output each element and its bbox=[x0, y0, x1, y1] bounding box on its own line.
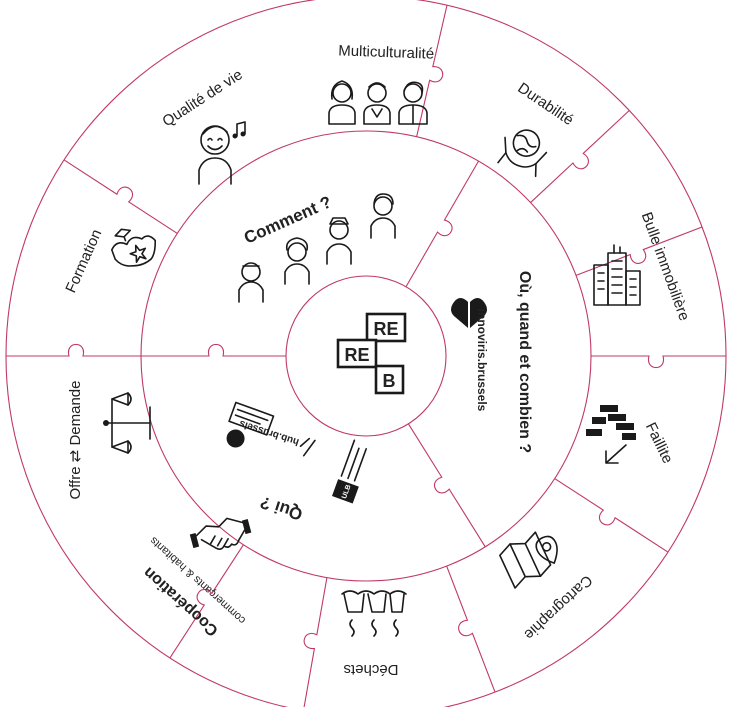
three-people-icon bbox=[329, 81, 427, 124]
map-pin-icon bbox=[497, 526, 566, 588]
waste-bins-icon bbox=[342, 591, 406, 636]
segment-qualite-de-vie[interactable]: Qualité de vie bbox=[159, 66, 245, 184]
segment-label-faillite: Faillite bbox=[642, 420, 676, 466]
reb-logo: RE RE B bbox=[338, 314, 405, 393]
segment-cartographie[interactable]: Cartographie bbox=[497, 526, 595, 643]
segment-label-bulle-immobiliere: Bulle immobilière bbox=[638, 210, 693, 323]
segment-durabilite[interactable]: Durabilité bbox=[496, 80, 576, 177]
outer-separator bbox=[531, 110, 630, 202]
sector-label-qui: Qui ? bbox=[258, 492, 305, 523]
innoviris-logo: innoviris.brussels bbox=[451, 298, 489, 412]
outer-separator bbox=[555, 479, 668, 553]
segment-dechets[interactable]: Déchets bbox=[342, 591, 406, 678]
hub-brussels-logo: hub.brussels bbox=[236, 416, 315, 457]
sector-label-ou-quand-combien: Où, quand et combien ? bbox=[516, 271, 533, 453]
outer-separator bbox=[417, 5, 447, 137]
sector-ou-quand-combien[interactable]: Où, quand et combien ? innoviris.brussel… bbox=[451, 271, 533, 453]
sector-comment[interactable]: Comment ? bbox=[239, 192, 395, 302]
education-map-icon bbox=[106, 220, 161, 273]
inner-separator bbox=[406, 161, 479, 287]
segment-label-cooperation: Coopération bbox=[140, 564, 221, 640]
handshake-icon bbox=[188, 513, 253, 556]
segment-multiculturalite[interactable]: Multiculturalité bbox=[329, 42, 434, 124]
inner-separator bbox=[408, 424, 485, 547]
segment-label-dechets: Déchets bbox=[343, 661, 398, 678]
hub-brussels-logo-text: hub.brussels bbox=[238, 417, 301, 447]
outer-separator bbox=[591, 356, 726, 368]
segment-bulle-immobiliere[interactable]: Bulle immobilière bbox=[594, 210, 693, 323]
outer-separator bbox=[576, 227, 702, 275]
ulb-logo: ULB bbox=[332, 440, 373, 504]
falling-arrow-blocks-icon bbox=[586, 405, 636, 463]
innoviris-logo-text: innoviris.brussels bbox=[475, 309, 489, 412]
outer-separator bbox=[6, 344, 141, 356]
segment-label-cartographie: Cartographie bbox=[521, 572, 596, 644]
balance-scale-icon bbox=[103, 393, 150, 453]
segment-formation[interactable]: Formation bbox=[62, 220, 161, 296]
sector-label-comment: Comment ? bbox=[241, 192, 334, 247]
happy-person-music-icon bbox=[199, 122, 246, 184]
reb-logo-line-1: RE bbox=[373, 319, 398, 339]
reb-logo-line-3: B bbox=[383, 371, 396, 391]
segment-label-offre-demande: Offre ⇄ Demande bbox=[67, 380, 84, 499]
segment-label-multiculturalite: Multiculturalité bbox=[338, 42, 434, 62]
segment-label-durabilite: Durabilité bbox=[514, 80, 576, 130]
reb-logo-line-2: RE bbox=[344, 345, 369, 365]
outer-separator bbox=[64, 160, 177, 234]
buildings-icon bbox=[594, 245, 640, 305]
outer-separator bbox=[447, 566, 495, 692]
segment-offre-demande[interactable]: Offre ⇄ Demande bbox=[67, 380, 150, 499]
outer-separator bbox=[303, 578, 326, 707]
sector-qui[interactable]: Qui ? ULB hub.brussels bbox=[221, 402, 373, 524]
hands-globe-icon bbox=[496, 123, 551, 177]
segment-label-formation: Formation bbox=[62, 227, 105, 296]
inner-separator bbox=[141, 344, 286, 356]
segment-faillite[interactable]: Faillite bbox=[586, 405, 676, 466]
segment-label-qualite-de-vie: Qualité de vie bbox=[159, 66, 245, 130]
segment-cooperation[interactable]: Coopération commerçants & habitants bbox=[140, 513, 253, 639]
